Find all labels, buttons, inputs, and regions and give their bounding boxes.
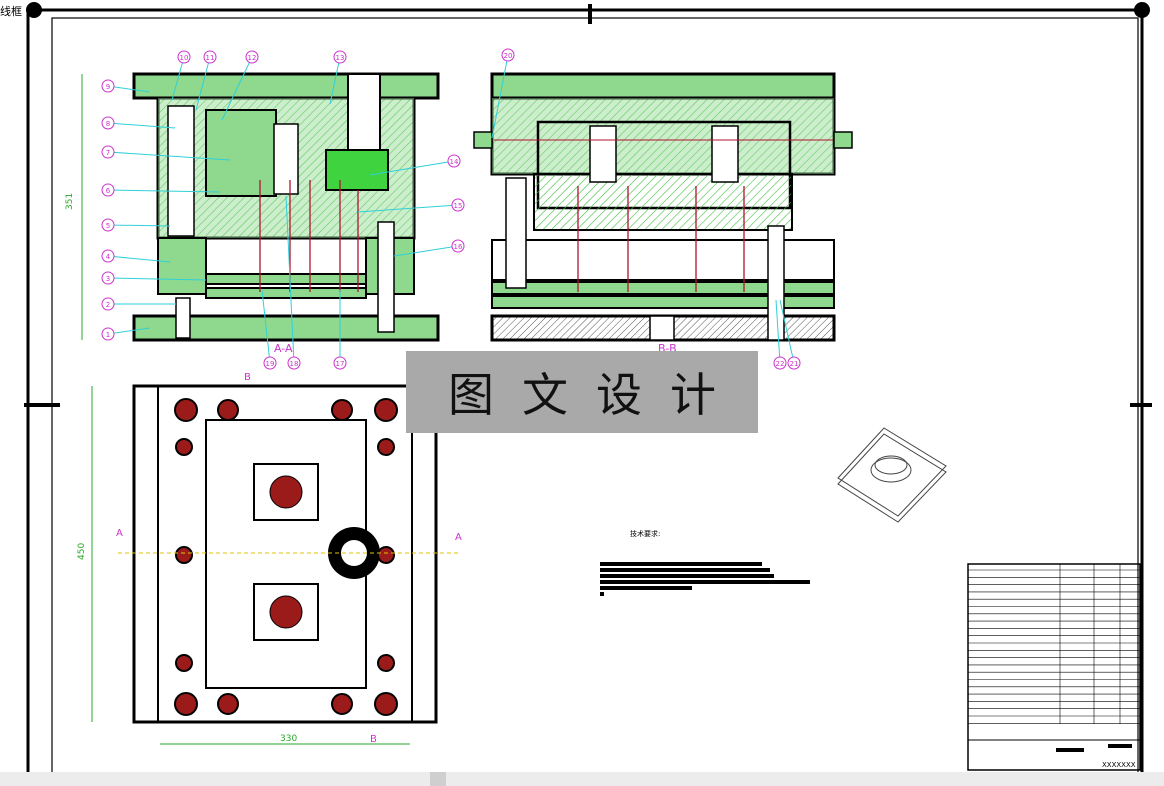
callout-bubble-22 (773, 356, 787, 370)
horizontal-scrollbar[interactable] (0, 772, 1164, 786)
callout-bubble-5 (101, 218, 115, 232)
callout-bubble-15 (451, 198, 465, 212)
callout-bubble-9 (101, 79, 115, 93)
callout-leader-9 (107, 85, 151, 93)
callout-bubble-16 (451, 239, 465, 253)
callout-leader-15 (357, 204, 459, 213)
marker-b-bottom: B (370, 734, 377, 745)
callout-bubble-3 (101, 271, 115, 285)
section-label-a-a: A-A (274, 342, 293, 355)
callout-leader-1 (107, 327, 151, 335)
title-block: XXXXXXX (967, 563, 1141, 771)
corner-label: 线框 (0, 5, 22, 18)
callout-bubble-8 (101, 116, 115, 130)
marker-a-right: A (455, 532, 462, 543)
callout-number-9: 9 (106, 83, 110, 91)
tech-requirements-title: 技术要求: (630, 529, 660, 538)
callout-number-4: 4 (106, 253, 111, 261)
callout-number-5: 5 (106, 222, 110, 230)
callout-leader-11 (195, 56, 211, 111)
callout-number-2: 2 (106, 301, 110, 309)
callout-number-19: 19 (266, 360, 275, 368)
callout-bubble-7 (101, 145, 115, 159)
callout-bubble-19 (263, 356, 277, 370)
callout-bubble-14 (447, 154, 461, 168)
callout-leader-22 (775, 299, 781, 364)
callout-number-16: 16 (454, 243, 463, 251)
callout-bubble-20 (501, 48, 515, 62)
callout-bubble-4 (101, 249, 115, 263)
watermark-banner: 图文设计 (406, 351, 758, 433)
callout-leader-18 (285, 195, 295, 364)
callout-bubble-10 (177, 50, 191, 64)
callout-bubble-18 (287, 356, 301, 370)
callout-number-13: 13 (336, 54, 345, 62)
callout-leader-8 (107, 122, 176, 129)
callout-bubble-1 (101, 327, 115, 341)
dim-plan-width: 330 (280, 734, 297, 744)
callout-leader-4 (107, 255, 171, 263)
drawing-number: XXXXXXX (1102, 761, 1136, 769)
tech-requirements: 技术要求: (600, 529, 810, 596)
callout-leader-14 (369, 160, 455, 176)
callout-bubble-6 (101, 183, 115, 197)
callout-number-3: 3 (106, 275, 110, 283)
callout-number-14: 14 (450, 158, 459, 166)
callout-number-20: 20 (504, 52, 513, 60)
callout-leader-5 (107, 224, 171, 227)
callout-leader-20 (491, 54, 509, 139)
plan-view: 450 330 A A B B (77, 372, 462, 745)
section-view-a-a: 351 A-A (65, 72, 440, 355)
callout-bubble-12 (245, 50, 259, 64)
callout-leader-10 (171, 56, 185, 101)
scrollbar-thumb[interactable] (430, 772, 446, 786)
callout-number-15: 15 (454, 202, 463, 210)
callout-number-12: 12 (248, 54, 257, 62)
callout-bubble-17 (333, 356, 347, 370)
callout-number-10: 10 (180, 54, 189, 62)
callout-number-6: 6 (106, 187, 111, 195)
dim-height-left: 351 (65, 193, 75, 210)
marker-a-left: A (116, 528, 123, 539)
callout-number-8: 8 (106, 120, 110, 128)
callout-leader-16 (393, 245, 459, 257)
callout-number-18: 18 (290, 360, 299, 368)
callout-leader-19 (261, 289, 271, 364)
callout-bubble-13 (333, 50, 347, 64)
callout-bubble-2 (101, 297, 115, 311)
section-view-b-b: B-B (473, 72, 853, 355)
isometric-part-view (837, 427, 947, 523)
callout-number-17: 17 (336, 360, 345, 368)
dim-plan-height: 450 (77, 543, 87, 560)
marker-b-top: B (244, 372, 251, 383)
callout-bubble-21 (787, 356, 801, 370)
callout-number-1: 1 (106, 331, 110, 339)
callout-bubble-11 (203, 50, 217, 64)
callout-number-11: 11 (206, 54, 215, 62)
callout-number-22: 22 (776, 360, 785, 368)
callout-leader-13 (329, 56, 341, 105)
callout-leader-7 (107, 151, 231, 161)
callout-leader-21 (779, 299, 795, 364)
callout-leader-12 (221, 56, 253, 121)
callout-leader-6 (107, 189, 221, 193)
callout-number-21: 21 (790, 360, 799, 368)
callout-number-7: 7 (106, 149, 110, 157)
callout-leader-3 (107, 277, 207, 281)
